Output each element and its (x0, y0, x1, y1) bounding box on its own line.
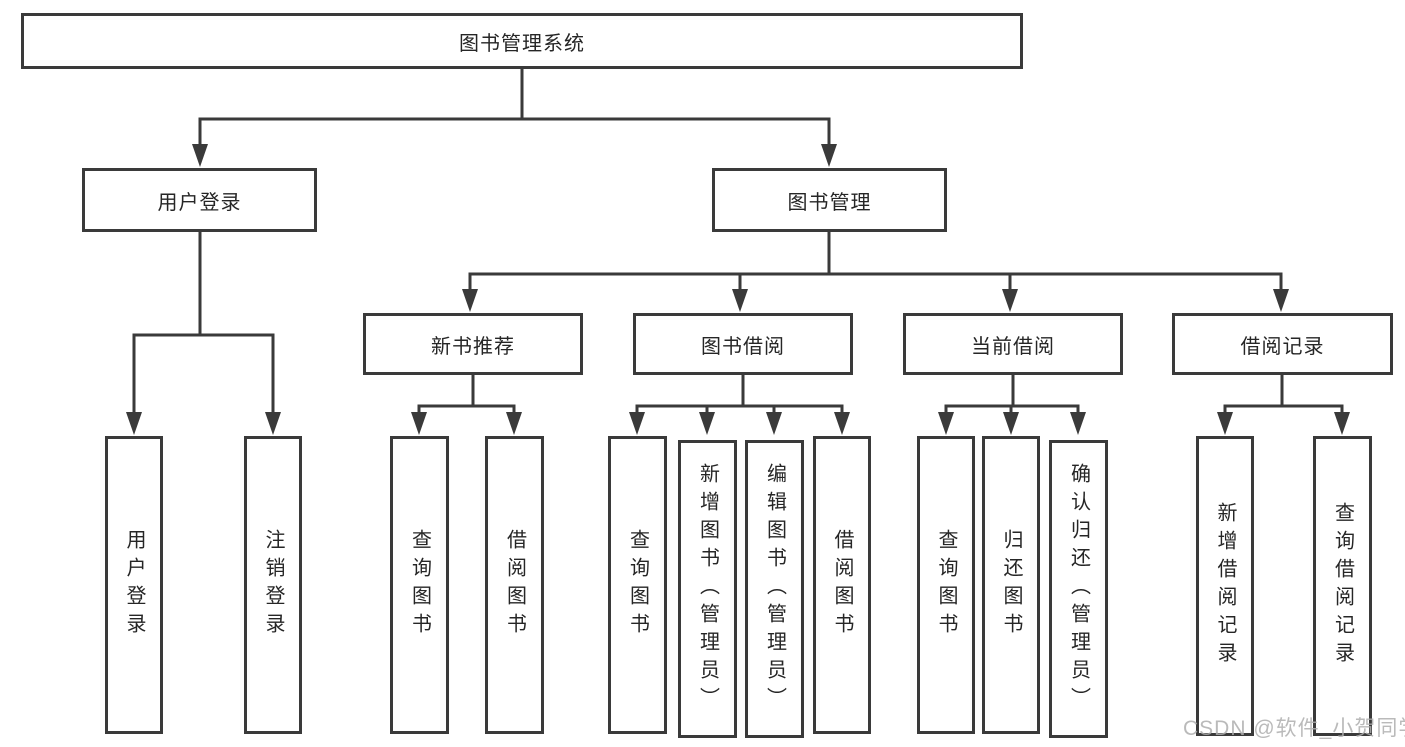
node-book-borrowing: 图书借阅 (633, 313, 853, 375)
node-user-login: 用户登录 (82, 168, 317, 232)
node-book-borrowing-label: 图书借阅 (701, 335, 785, 358)
leaf-user-login-label: 用户登录 (123, 529, 145, 641)
node-borrowing-records: 借阅记录 (1172, 313, 1393, 375)
leaf-user-login: 用户登录 (105, 436, 163, 734)
leaf-add-borrow-record: 新增借阅记录 (1196, 436, 1254, 736)
leaf-edit-books-admin: 编辑图书（管理员） (745, 440, 804, 738)
leaf-logout: 注销登录 (244, 436, 302, 734)
leaf-add-books-admin-label: 新增图书（管理员） (696, 463, 719, 715)
node-current-borrowing: 当前借阅 (903, 313, 1123, 375)
leaf-borrow-books-borrowing-label: 借阅图书 (831, 529, 853, 641)
leaf-borrow-books-recommend-label: 借阅图书 (503, 529, 526, 641)
leaf-borrow-books-recommend: 借阅图书 (485, 436, 544, 734)
node-new-book-recommend: 新书推荐 (363, 313, 583, 375)
leaf-query-books-recommend: 查询图书 (390, 436, 449, 734)
arrowheads (126, 144, 1350, 435)
leaf-query-books-borrowing: 查询图书 (608, 436, 667, 734)
leaf-query-books-current: 查询图书 (917, 436, 975, 734)
leaf-query-books-borrowing-label: 查询图书 (626, 529, 649, 641)
node-book-management: 图书管理 (712, 168, 947, 232)
leaf-query-borrow-record: 查询借阅记录 (1313, 436, 1372, 736)
csdn-watermark: CSDN @软件_小贺同学 (1183, 717, 1405, 740)
node-new-book-recommend-label: 新书推荐 (431, 335, 515, 358)
leaf-confirm-return-admin-label: 确认归还（管理员） (1067, 463, 1090, 715)
leaf-confirm-return-admin: 确认归还（管理员） (1049, 440, 1108, 738)
node-current-borrowing-label: 当前借阅 (971, 335, 1055, 358)
leaf-borrow-books-borrowing: 借阅图书 (813, 436, 871, 734)
leaf-query-books-current-label: 查询图书 (935, 529, 957, 641)
node-root: 图书管理系统 (21, 13, 1023, 69)
leaf-query-borrow-record-label: 查询借阅记录 (1331, 502, 1354, 670)
node-borrowing-records-label: 借阅记录 (1240, 335, 1325, 358)
leaf-query-books-recommend-label: 查询图书 (408, 529, 431, 641)
node-user-login-label: 用户登录 (157, 191, 242, 214)
leaf-add-borrow-record-label: 新增借阅记录 (1214, 502, 1236, 670)
leaf-edit-books-admin-label: 编辑图书（管理员） (763, 463, 786, 715)
node-book-management-label: 图书管理 (787, 191, 872, 214)
leaf-add-books-admin: 新增图书（管理员） (678, 440, 737, 738)
leaf-logout-label: 注销登录 (262, 529, 284, 641)
leaf-return-books-label: 归还图书 (1000, 529, 1022, 641)
node-root-label: 图书管理系统 (459, 32, 585, 55)
leaf-return-books: 归还图书 (982, 436, 1040, 734)
